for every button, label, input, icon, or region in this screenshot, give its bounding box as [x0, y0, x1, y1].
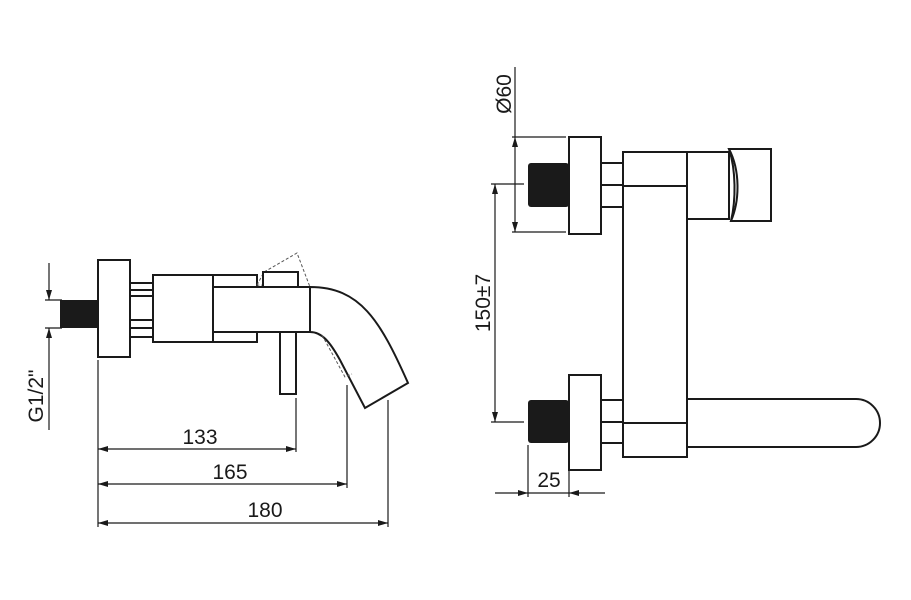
thread-depth-label: 25 — [537, 469, 560, 492]
top-inlet-thread — [528, 163, 569, 207]
connector-nut — [129, 282, 154, 338]
flange-diameter-dimension: Ø60 — [493, 67, 566, 233]
dim-165: 165 — [212, 461, 247, 484]
thread-depth-dimension: 25 — [495, 445, 605, 497]
spout — [309, 285, 410, 410]
bottom-inlet-thread — [528, 400, 569, 443]
cartridge-housing — [686, 151, 730, 220]
dim-133: 133 — [182, 426, 217, 449]
wall-flange — [97, 259, 131, 358]
length-dimensions: 133 165 180 — [97, 360, 389, 527]
center-distance-dimension: 150±7 — [472, 183, 524, 423]
mixer-body — [622, 151, 688, 458]
diverter-knob — [727, 148, 772, 222]
spout-hidden-line — [321, 334, 353, 378]
lever-handle-front — [686, 398, 881, 448]
diameter-label: Ø60 — [493, 74, 516, 114]
side-view: G1/2" 133 165 180 — [25, 252, 410, 527]
front-view: Ø60 150±7 25 — [472, 67, 881, 497]
bottom-flange — [568, 374, 602, 471]
body-main — [212, 286, 311, 333]
cartridge-cap — [262, 271, 299, 288]
lever-handle — [279, 331, 297, 395]
dim-180: 180 — [247, 499, 282, 522]
inlet-thread — [60, 300, 98, 328]
body-block — [152, 274, 214, 343]
thread-dimension: G1/2" — [25, 263, 62, 430]
thread-label: G1/2" — [25, 370, 48, 423]
center-distance-label: 150±7 — [472, 274, 495, 332]
top-flange — [568, 136, 602, 235]
